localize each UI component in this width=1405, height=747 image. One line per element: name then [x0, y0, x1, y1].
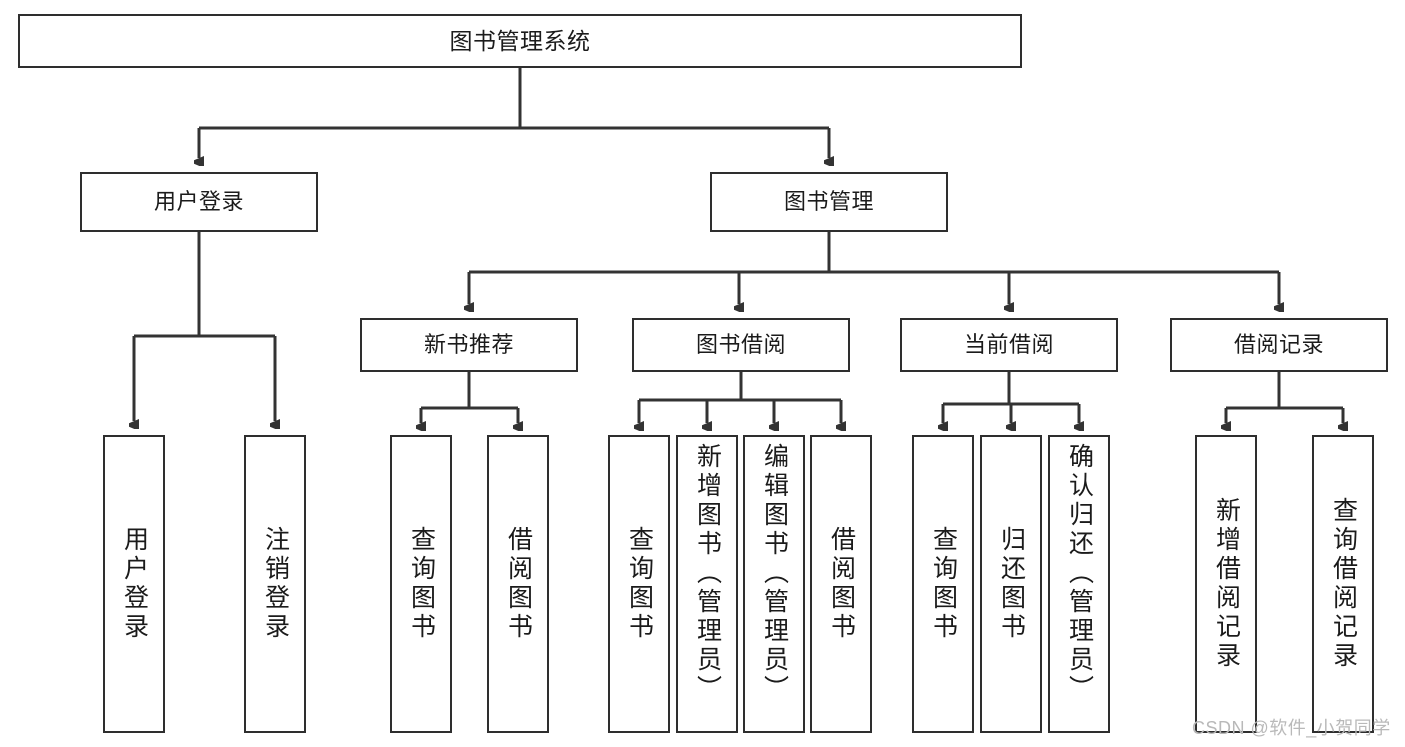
- node-current-borrow-label: 当前借阅: [963, 332, 1054, 358]
- node-root-library-management-system[interactable]: 图书管理系统: [18, 14, 1022, 68]
- leaf-node-label: 确认归还（管理员）: [1065, 443, 1094, 704]
- node-book-borrow[interactable]: 图书借阅: [632, 318, 850, 372]
- node-new-book-recommendation-label: 新书推荐: [423, 332, 514, 358]
- leaf-node[interactable]: 查询借阅记录: [1312, 435, 1374, 733]
- node-borrow-records-label: 借阅记录: [1233, 332, 1324, 358]
- leaf-node[interactable]: 查询图书: [390, 435, 452, 733]
- leaf-node[interactable]: 用户登录: [103, 435, 165, 733]
- leaf-node-label: 查询图书: [407, 526, 436, 642]
- leaf-node-label: 新增借阅记录: [1212, 497, 1241, 671]
- node-book-borrow-label: 图书借阅: [695, 332, 786, 358]
- leaf-node-label: 编辑图书（管理员）: [760, 443, 789, 704]
- node-current-borrow[interactable]: 当前借阅: [900, 318, 1118, 372]
- node-user-login[interactable]: 用户登录: [80, 172, 318, 232]
- node-user-login-label: 用户登录: [153, 189, 244, 215]
- leaf-node-label: 借阅图书: [827, 526, 856, 642]
- leaf-node[interactable]: 借阅图书: [487, 435, 549, 733]
- node-book-management-label: 图书管理: [783, 189, 874, 215]
- leaf-node[interactable]: 查询图书: [608, 435, 670, 733]
- leaf-node[interactable]: 新增图书（管理员）: [676, 435, 738, 733]
- leaf-node-label: 新增图书（管理员）: [693, 443, 722, 704]
- leaf-node-label: 查询图书: [625, 526, 654, 642]
- node-borrow-records[interactable]: 借阅记录: [1170, 318, 1388, 372]
- leaf-node[interactable]: 查询图书: [912, 435, 974, 733]
- leaf-node[interactable]: 编辑图书（管理员）: [743, 435, 805, 733]
- leaf-node[interactable]: 注销登录: [244, 435, 306, 733]
- leaf-node-label: 用户登录: [120, 526, 149, 642]
- leaf-node-label: 归还图书: [997, 526, 1026, 642]
- leaf-node[interactable]: 借阅图书: [810, 435, 872, 733]
- leaf-node-label: 注销登录: [261, 526, 290, 642]
- leaf-node-label: 查询图书: [929, 526, 958, 642]
- node-new-book-recommendation[interactable]: 新书推荐: [360, 318, 578, 372]
- leaf-node[interactable]: 确认归还（管理员）: [1048, 435, 1110, 733]
- leaf-node[interactable]: 新增借阅记录: [1195, 435, 1257, 733]
- node-book-management[interactable]: 图书管理: [710, 172, 948, 232]
- leaf-node-label: 借阅图书: [504, 526, 533, 642]
- leaf-node[interactable]: 归还图书: [980, 435, 1042, 733]
- leaf-node-label: 查询借阅记录: [1329, 497, 1358, 671]
- node-root-label: 图书管理系统: [449, 27, 591, 54]
